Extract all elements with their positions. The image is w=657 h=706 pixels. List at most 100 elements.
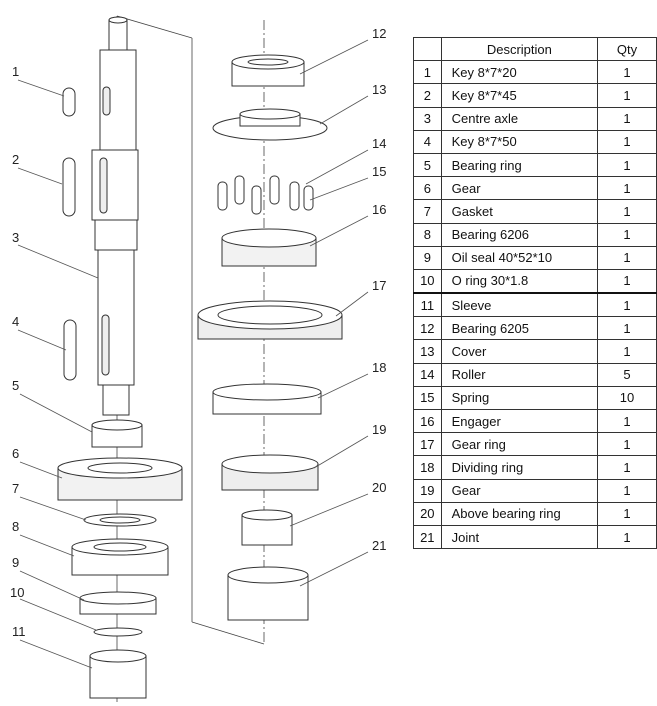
callout-2: 2 bbox=[12, 152, 19, 167]
row-number: 18 bbox=[413, 455, 442, 480]
row-description: Joint bbox=[440, 524, 599, 550]
callout-15: 15 bbox=[372, 164, 386, 179]
row-qty: 1 bbox=[597, 245, 657, 270]
row-description: Key 8*7*45 bbox=[440, 83, 599, 108]
row-description: Roller bbox=[440, 362, 599, 387]
row-description: Cover bbox=[440, 339, 599, 364]
callout-17: 17 bbox=[372, 278, 386, 293]
row-qty: 1 bbox=[597, 199, 657, 224]
row-description: Gear ring bbox=[440, 432, 599, 457]
row-description: Key 8*7*50 bbox=[440, 129, 599, 154]
callout-18: 18 bbox=[372, 360, 386, 375]
row-number: 7 bbox=[413, 199, 442, 224]
row-qty: 1 bbox=[597, 501, 657, 526]
row-description: Engager bbox=[440, 408, 599, 434]
row-number: 10 bbox=[413, 268, 442, 294]
row-description: Above bearing ring bbox=[440, 501, 599, 526]
header-description: Description bbox=[440, 36, 599, 62]
row-description: Gear bbox=[440, 478, 599, 503]
row-description: Dividing ring bbox=[440, 455, 599, 480]
row-number: 19 bbox=[413, 478, 442, 503]
callout-1: 1 bbox=[12, 64, 19, 79]
leader-lines bbox=[17, 39, 369, 669]
callout-6: 6 bbox=[12, 446, 19, 461]
row-description: Key 8*7*20 bbox=[440, 60, 599, 85]
row-qty: 1 bbox=[597, 316, 657, 341]
row-qty: 1 bbox=[597, 176, 657, 201]
row-number: 3 bbox=[413, 106, 442, 131]
row-qty: 10 bbox=[597, 385, 657, 411]
callout-9: 9 bbox=[12, 555, 19, 570]
row-qty: 1 bbox=[597, 222, 657, 247]
callout-11: 11 bbox=[12, 624, 26, 639]
header-no bbox=[413, 36, 442, 62]
right-stack-parts bbox=[197, 54, 343, 621]
row-qty: 1 bbox=[597, 478, 657, 503]
row-description: Bearing 6206 bbox=[440, 222, 599, 247]
callout-8: 8 bbox=[12, 519, 19, 534]
header-qty: Qty bbox=[597, 36, 657, 62]
row-description: Gasket bbox=[440, 199, 599, 224]
callout-12: 12 bbox=[372, 26, 386, 41]
row-qty: 1 bbox=[597, 408, 657, 434]
callout-4: 4 bbox=[12, 314, 19, 329]
row-number: 15 bbox=[413, 385, 442, 411]
row-qty: 5 bbox=[597, 362, 657, 387]
key-parts bbox=[62, 87, 77, 381]
callout-10: 10 bbox=[10, 585, 24, 600]
callout-7: 7 bbox=[12, 481, 19, 496]
row-number: 17 bbox=[413, 432, 442, 457]
row-description: Bearing 6205 bbox=[440, 316, 599, 341]
callout-19: 19 bbox=[372, 422, 386, 437]
row-number: 11 bbox=[413, 292, 442, 318]
callout-3: 3 bbox=[12, 230, 19, 245]
row-number: 5 bbox=[413, 152, 442, 178]
row-qty: 1 bbox=[597, 292, 657, 318]
row-qty: 1 bbox=[597, 83, 657, 108]
row-number: 12 bbox=[413, 316, 442, 341]
callout-14: 14 bbox=[372, 136, 386, 151]
centre-axle-part bbox=[91, 16, 139, 416]
row-qty: 1 bbox=[597, 60, 657, 85]
row-number: 21 bbox=[413, 524, 442, 550]
row-number: 20 bbox=[413, 501, 442, 526]
callout-5: 5 bbox=[12, 378, 19, 393]
row-description: Centre axle bbox=[440, 106, 599, 131]
row-number: 16 bbox=[413, 408, 442, 434]
exploded-view-drawing: 1 2 3 4 5 6 7 8 9 10 11 12 13 14 15 16 1… bbox=[10, 15, 386, 702]
row-number: 2 bbox=[413, 83, 442, 108]
row-number: 6 bbox=[413, 176, 442, 201]
row-qty: 1 bbox=[597, 455, 657, 480]
row-description: Oil seal 40*52*10 bbox=[440, 245, 599, 270]
row-description: O ring 30*1.8 bbox=[440, 268, 599, 294]
row-qty: 1 bbox=[597, 129, 657, 154]
row-qty: 1 bbox=[597, 106, 657, 131]
row-number: 8 bbox=[413, 222, 442, 247]
row-qty: 1 bbox=[597, 524, 657, 550]
row-description: Sleeve bbox=[440, 292, 599, 318]
callout-21: 21 bbox=[372, 538, 386, 553]
callout-13: 13 bbox=[372, 82, 386, 97]
callout-20: 20 bbox=[372, 480, 386, 495]
